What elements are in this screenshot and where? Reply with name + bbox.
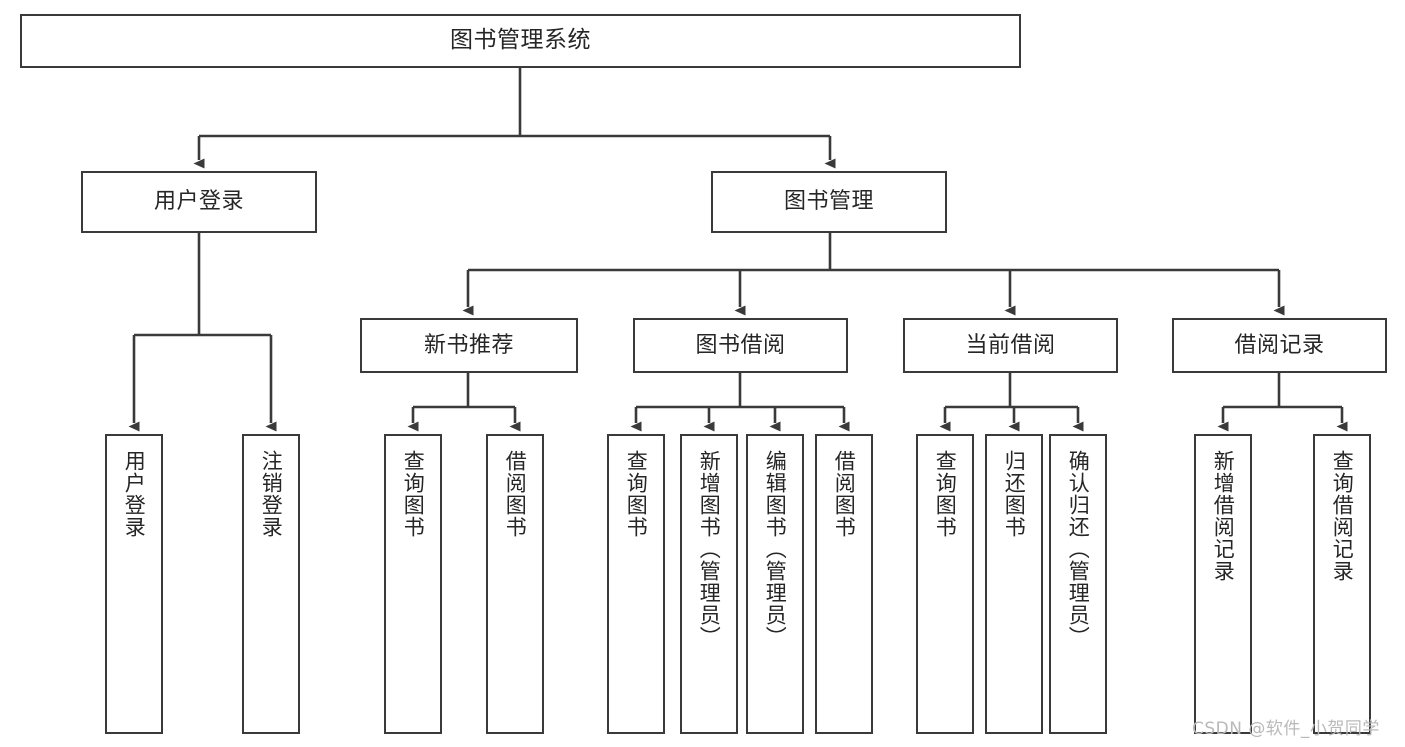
leaf-record-query-borrow-record[interactable]: 查询借阅记录 [1313,434,1371,734]
node-root-system[interactable]: 图书管理系统 [20,14,1021,68]
node-user-login[interactable]: 用户登录 [81,171,317,233]
leaf-recommend-query-book[interactable]: 查询图书 [384,434,442,734]
node-label: 注销登录 [259,450,284,538]
node-label: 查询图书 [624,450,649,538]
node-label: 确认归还（管理员） [1066,450,1091,648]
leaf-current-return-book[interactable]: 归还图书 [985,434,1043,734]
node-label: 新增图书（管理员） [697,450,722,648]
node-label: 编辑图书（管理员） [763,450,788,648]
node-label: 图书管理 [783,189,874,215]
node-label: 图书管理系统 [450,27,591,54]
node-label: 当前借阅 [965,332,1056,358]
node-label: 图书借阅 [695,332,786,358]
leaf-borrow-borrow-book[interactable]: 借阅图书 [815,434,873,734]
leaf-borrow-query-book[interactable]: 查询图书 [607,434,665,734]
csdn-watermark: CSDN @软件_小贺同学 [1192,719,1380,739]
leaf-user-logout[interactable]: 注销登录 [242,434,300,734]
node-label: 借阅记录 [1234,332,1325,358]
leaf-record-add-borrow-record[interactable]: 新增借阅记录 [1194,434,1252,734]
node-label: 查询图书 [401,450,426,538]
leaf-current-confirm-return-admin[interactable]: 确认归还（管理员） [1049,434,1107,734]
node-label: 用户登录 [153,189,244,215]
node-label: 归还图书 [1002,450,1027,538]
leaf-borrow-edit-book-admin[interactable]: 编辑图书（管理员） [746,434,804,734]
leaf-recommend-borrow-book[interactable]: 借阅图书 [486,434,544,734]
node-label: 用户登录 [122,450,147,538]
node-label: 新增借阅记录 [1211,450,1236,582]
node-label: 借阅图书 [503,450,528,538]
node-new-book-recommend[interactable]: 新书推荐 [360,318,578,373]
leaf-current-query-book[interactable]: 查询图书 [916,434,974,734]
node-current-borrow[interactable]: 当前借阅 [903,318,1118,373]
node-label: 新书推荐 [423,332,514,358]
leaf-borrow-add-book-admin[interactable]: 新增图书（管理员） [680,434,738,734]
node-label: 借阅图书 [832,450,857,538]
node-label: 查询图书 [933,450,958,538]
node-label: 查询借阅记录 [1330,450,1355,582]
node-book-borrow[interactable]: 图书借阅 [633,318,848,373]
node-borrow-record[interactable]: 借阅记录 [1172,318,1387,373]
node-book-management[interactable]: 图书管理 [711,171,947,233]
leaf-user-login[interactable]: 用户登录 [105,434,163,734]
